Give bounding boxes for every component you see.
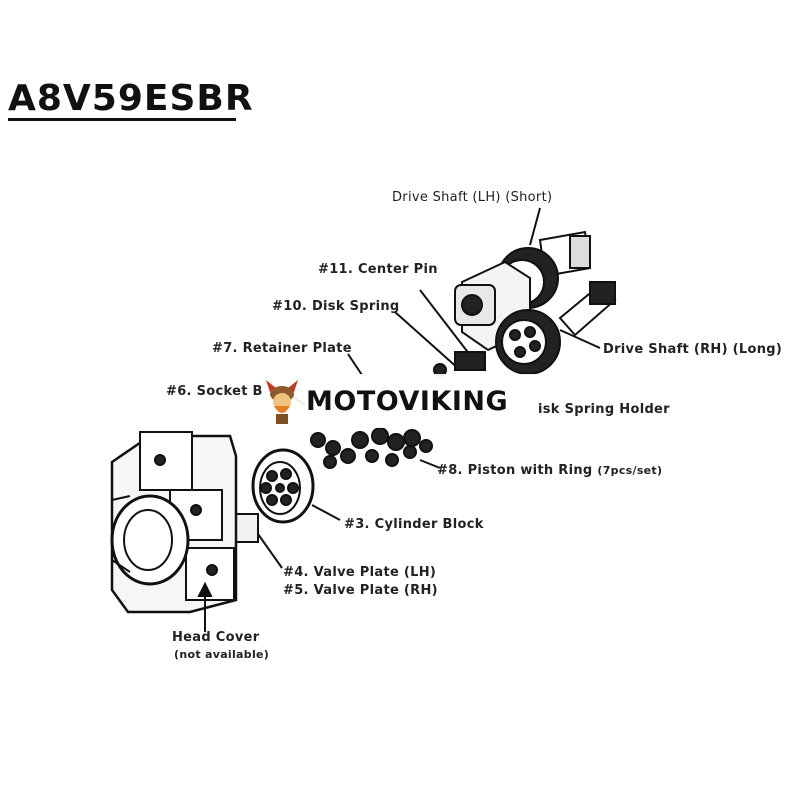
label-valve-plate-rh: #5. Valve Plate (RH) (283, 583, 438, 598)
label-retainer-plate: #7. Retainer Plate (212, 341, 352, 356)
head-cover-housing (110, 431, 238, 614)
label-spring-holder: isk Spring Holder (538, 402, 670, 417)
watermark: MOTOVIKING (262, 374, 536, 428)
title-underline (8, 118, 236, 121)
diagram-title: A8V59ESBR (8, 78, 254, 119)
pistons-cluster (310, 427, 433, 469)
label-disk-spring: #10. Disk Spring (272, 299, 400, 314)
label-piston: #8. Piston with Ring (7pcs/set) (437, 463, 663, 478)
cylinder-block (251, 448, 315, 524)
disk-spring-assembly (394, 289, 486, 377)
label-socket: #6. Socket B (166, 384, 263, 399)
label-drive-shaft-lh: Drive Shaft (LH) (Short) (392, 190, 553, 205)
label-head-cover-note: (not available) (174, 648, 270, 661)
label-cylinder-block: #3. Cylinder Block (344, 517, 484, 532)
label-drive-shaft-rh: Drive Shaft (RH) (Long) (603, 342, 783, 357)
watermark-text: MOTOVIKING (306, 385, 509, 417)
label-center-pin: #11. Center Pin (318, 262, 438, 277)
label-head-cover: Head Cover (172, 630, 260, 645)
drive-shaft-rh (495, 281, 617, 375)
viking-mascot-icon (266, 380, 298, 424)
label-valve-plate-lh: #4. Valve Plate (LH) (283, 565, 437, 580)
